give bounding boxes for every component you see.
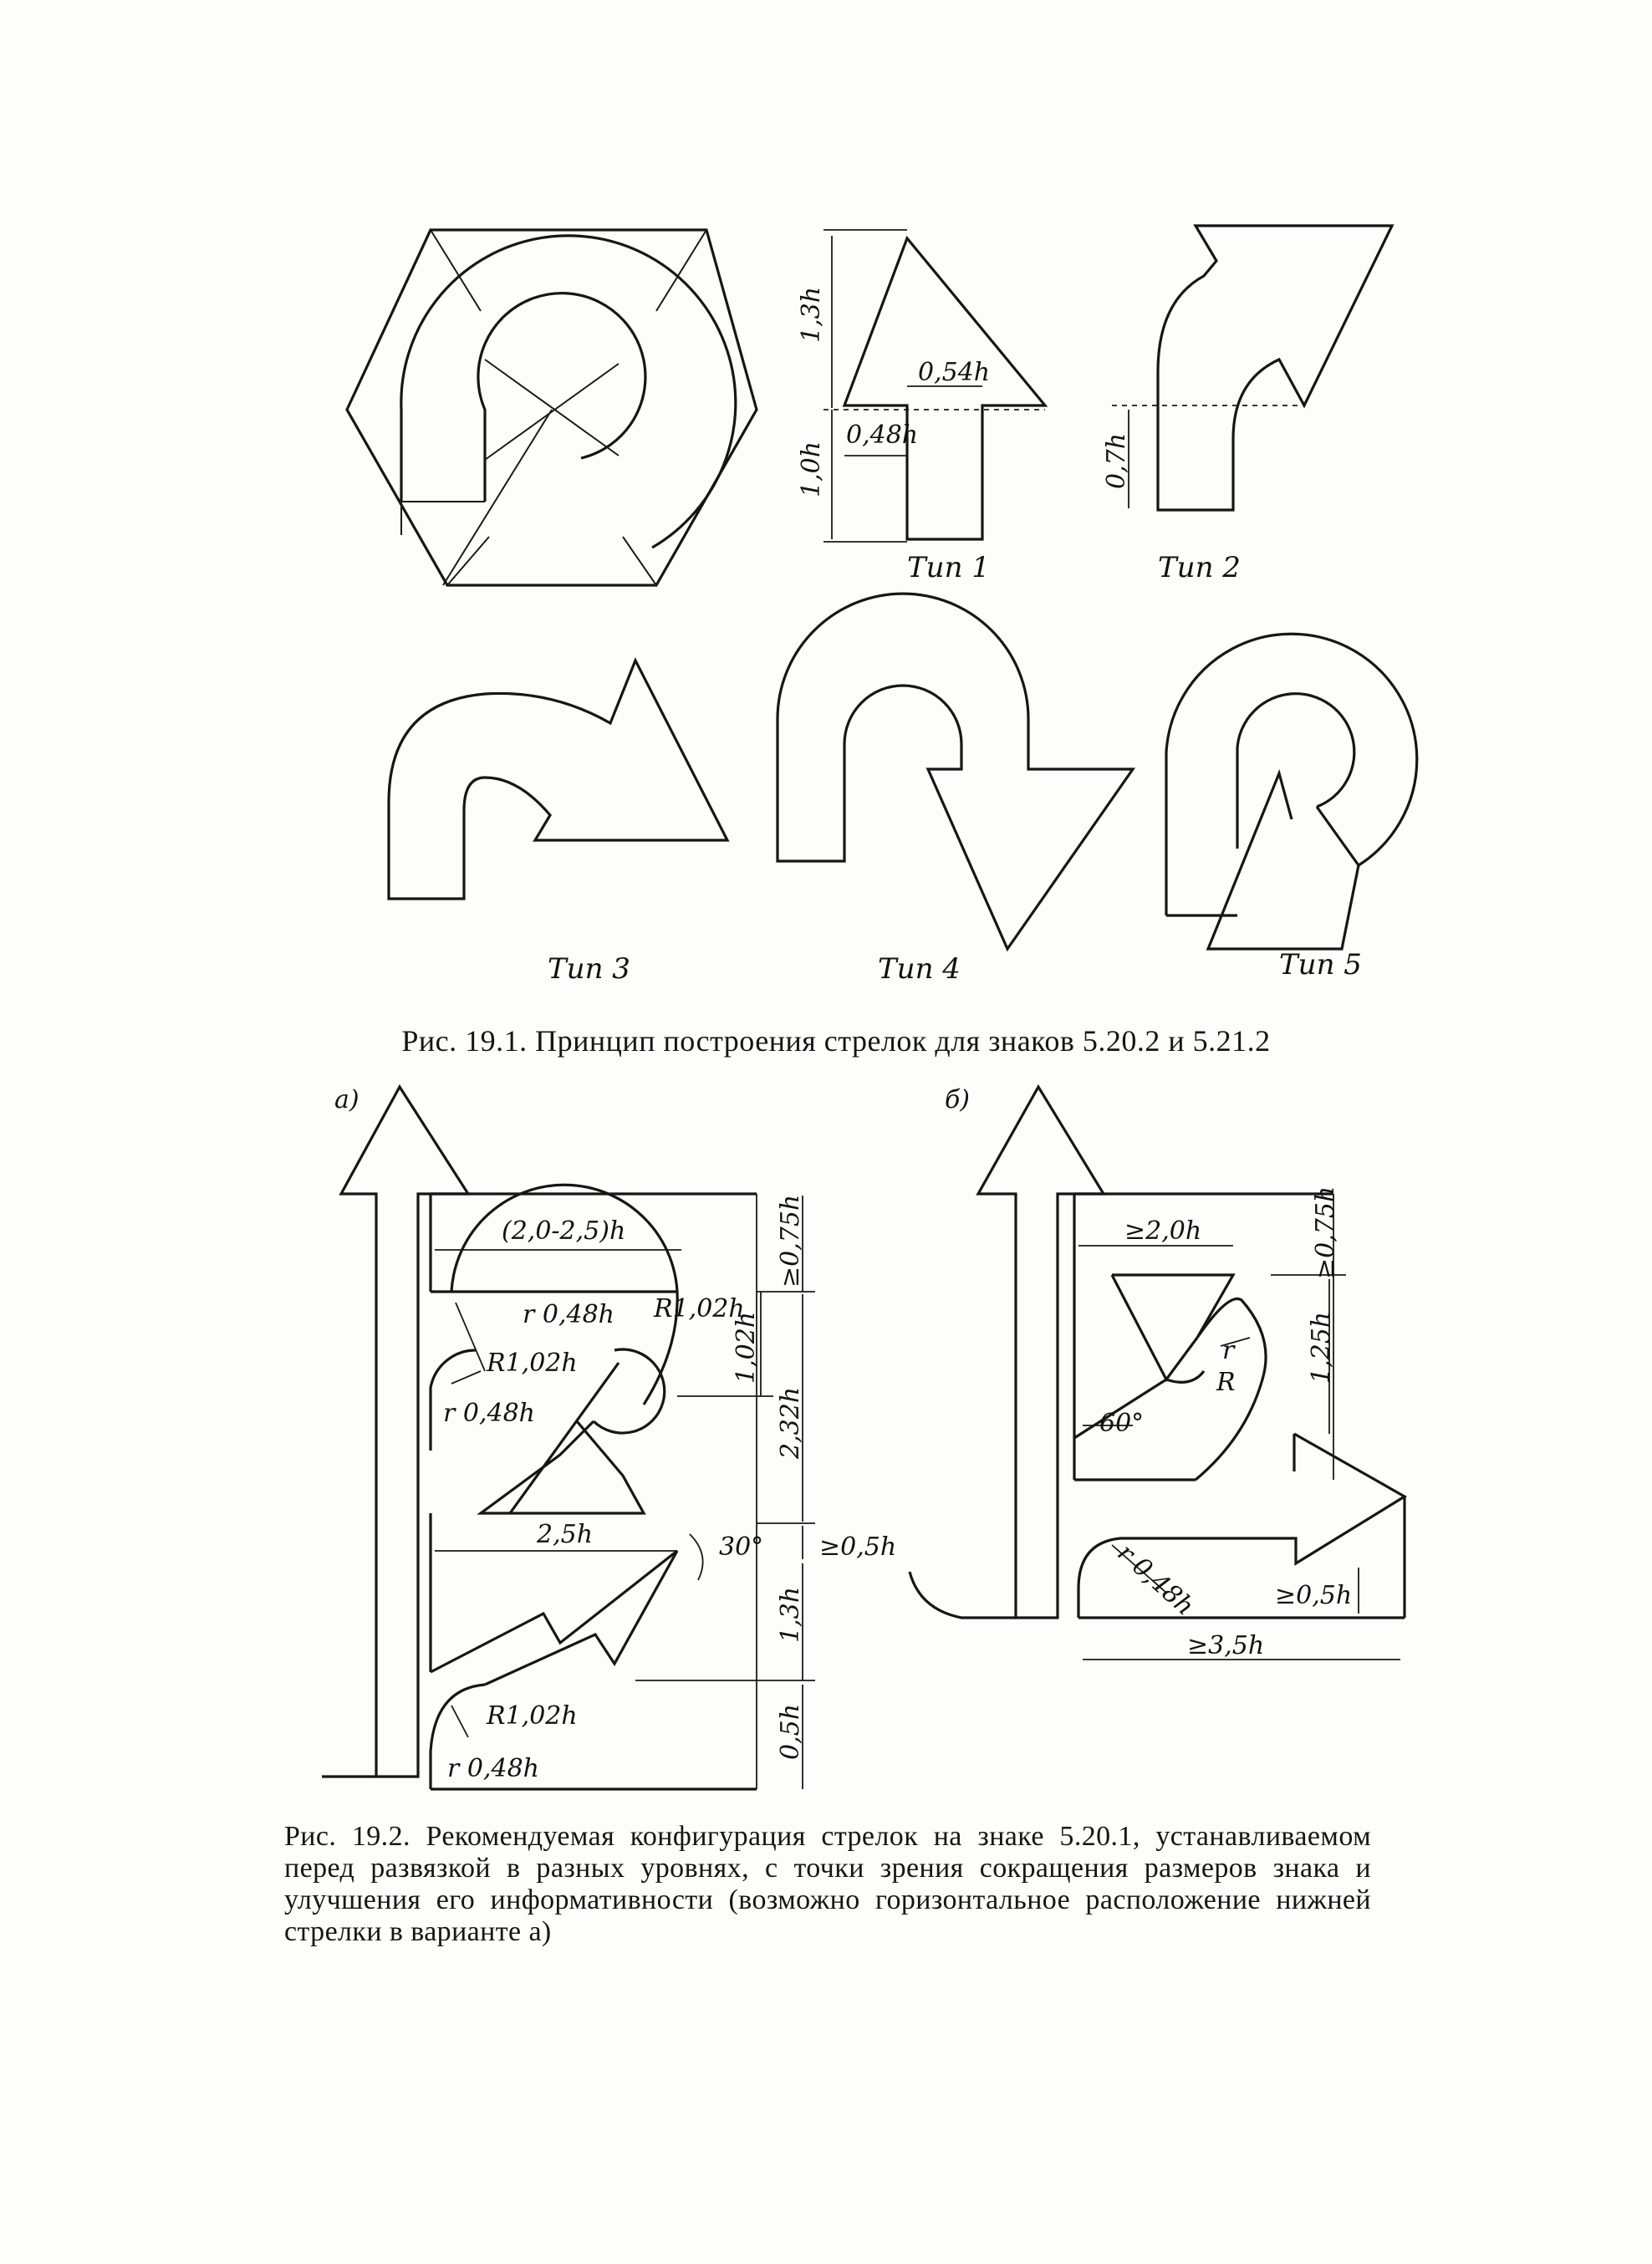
dim-a-r-048h-1: r 0,48h (523, 1300, 614, 1329)
figure-1-caption: Рис. 19.1. Принцип построения стрелок дл… (401, 1024, 1271, 1058)
dim-a-25h: 2,5h (536, 1520, 593, 1549)
label-type-5: Тип 5 (1279, 948, 1362, 982)
dim-048h: 0,48h (846, 421, 918, 450)
dim-a-20-25h: (2,0-2,5)h (502, 1216, 625, 1246)
label-type-1: Тип 1 (907, 551, 990, 584)
label-type-4: Тип 4 (878, 952, 961, 986)
dim-a-ge-05h: ≥0,5h (819, 1532, 896, 1562)
dim-a-angle-30: 30° (719, 1532, 763, 1562)
dim-a-102h: 1,02h (732, 1312, 761, 1384)
figure-2-caption: Рис. 19.2. Рекомендуемая конфигурация ст… (284, 1821, 1371, 1948)
dim-b-r: r (1222, 1336, 1236, 1365)
dim-a-05h: 0,5h (776, 1704, 805, 1760)
figure-2-caption-text: Рис. 19.2. Рекомендуемая конфигурация ст… (284, 1821, 1371, 1947)
arrow-type-1 (823, 229, 1048, 543)
dim-a-r-048h-2: r 0,48h (443, 1399, 535, 1428)
figure-2-caption-end: а) (528, 1916, 552, 1947)
variant-b-diagram (908, 1084, 1408, 1660)
arrow-type-5 (1165, 632, 1419, 951)
dim-a-13h: 1,3h (776, 1587, 805, 1643)
construction-arrow-diagram (345, 228, 758, 587)
variant-a-label: а) (334, 1085, 359, 1114)
dim-b-r-048h: r 0,48h (1112, 1538, 1200, 1622)
dim-b-ge-075h: ≥0,75h (1311, 1186, 1340, 1279)
arrow-type-4 (776, 592, 1136, 952)
dim-a-232h: 2,32h (776, 1387, 805, 1460)
label-type-3: Тип 3 (548, 952, 630, 986)
dim-b-ge-35h: ≥3,5h (1187, 1631, 1264, 1660)
arrow-type-3 (387, 657, 730, 900)
label-type-2: Тип 2 (1158, 551, 1241, 584)
dim-07h: 0,7h (1102, 433, 1131, 489)
variant-b-label: б) (945, 1085, 970, 1114)
arrow-type-2 (1112, 224, 1395, 512)
dim-13h: 1,3h (797, 287, 826, 343)
dim-b-ge-05h: ≥0,5h (1275, 1581, 1352, 1610)
dim-a-R-102h-2: R1,02h (486, 1349, 578, 1378)
variant-a-diagram (322, 1084, 815, 1791)
dim-a-R-102h-3: R1,02h (486, 1701, 578, 1731)
dim-054h: 0,54h (918, 358, 990, 387)
dim-b-ge-20h: ≥2,0h (1124, 1216, 1201, 1246)
dim-a-R-102h-1: R1,02h (653, 1294, 745, 1323)
dim-a-r-048h-3: r 0,48h (447, 1754, 539, 1783)
dim-b-R: R (1216, 1368, 1236, 1397)
dim-10h: 1,0h (797, 441, 826, 497)
dim-b-angle-60: 60° (1099, 1409, 1144, 1438)
dim-a-ge-075h: ≥0,75h (776, 1195, 805, 1288)
dim-b-125h: 1,25h (1307, 1312, 1336, 1384)
